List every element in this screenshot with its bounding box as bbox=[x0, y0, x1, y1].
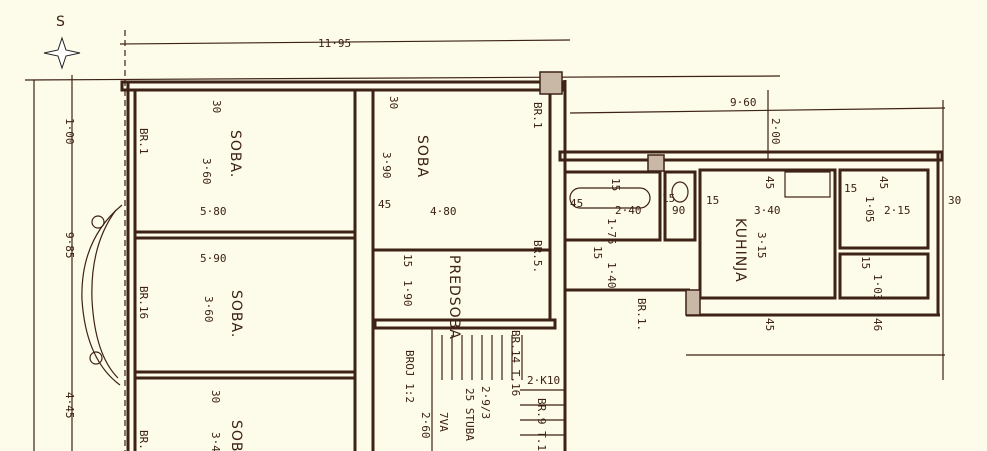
room-label-soba-2: SOBA bbox=[414, 135, 430, 178]
compass-star-icon bbox=[43, 36, 81, 70]
dim-right-top-wall: 15 bbox=[844, 182, 857, 195]
room-label-soba-4: SOBA. bbox=[228, 420, 244, 451]
stairs-window: BR.9 T.19 bbox=[535, 398, 548, 451]
dim-room4-wall: 30 bbox=[209, 390, 222, 403]
window-label-room2: BR.1 bbox=[531, 102, 544, 129]
stairs-width: 2·60 bbox=[419, 412, 432, 439]
dim-bath-width: 2·40 bbox=[615, 204, 642, 217]
dim-bath-offset: 45 bbox=[570, 197, 583, 210]
window-label-balcony: BR.1. bbox=[635, 298, 648, 331]
dim-room1-wall: 30 bbox=[210, 100, 223, 113]
dim-room3-width: 5·90 bbox=[200, 252, 227, 265]
dim-room1-width: 5·80 bbox=[200, 205, 227, 218]
room-label-soba-1: SOBA. bbox=[227, 130, 243, 178]
dim-bath-wall: 15 bbox=[609, 178, 622, 191]
stairs-label: 7VA bbox=[437, 412, 450, 432]
dim-kitchen-bottom: 45 bbox=[763, 318, 776, 331]
walls bbox=[81, 71, 944, 451]
dim-hall-wall: 15 bbox=[401, 254, 414, 267]
dim-room2-width: 4·80 bbox=[430, 205, 457, 218]
dim-kitchen-offset: 45 bbox=[763, 176, 776, 189]
dim-left-bottom: 4·45 bbox=[63, 392, 76, 419]
stairs-count: 25 STUBA bbox=[463, 388, 476, 441]
dim-right-offset: 2·00 bbox=[769, 118, 782, 145]
dim-room4-depth: 3·4 bbox=[209, 432, 222, 451]
dim-bath-sub-depth: 1·40 bbox=[605, 262, 618, 289]
dim-kitchen-wall: 15 bbox=[706, 194, 719, 207]
dimension-lines bbox=[24, 30, 946, 451]
dim-left-middle: 9·85 bbox=[63, 232, 76, 259]
dim-wc-wall: 15 bbox=[662, 192, 675, 205]
dim-room2-wall: 30 bbox=[387, 96, 400, 109]
dim-bath-sub-wall: 15 bbox=[591, 246, 604, 259]
dim-right-wall: 30 bbox=[948, 194, 961, 207]
stairs-landing: 2·K10 bbox=[527, 374, 560, 387]
dim-left-top: 1·00 bbox=[63, 118, 76, 145]
dim-room2-depth: 3·90 bbox=[380, 152, 393, 179]
dim-right-width: 9·60 bbox=[730, 96, 757, 109]
window-label-hall: BR.5. bbox=[531, 240, 544, 273]
dim-kitchen-width: 3·40 bbox=[754, 204, 781, 217]
room-label-soba-3: SOBA. bbox=[228, 290, 244, 338]
dim-right-bottom-wall: 15 bbox=[859, 256, 872, 269]
dim-right-top-width: 2·15 bbox=[884, 204, 911, 217]
stairs-small: BR.14 T.16 bbox=[509, 330, 522, 396]
dim-right-top-offset: 45 bbox=[877, 176, 890, 189]
dim-kitchen-depth: 3·15 bbox=[755, 232, 768, 259]
stairs-note: BROJ 1:2 bbox=[403, 350, 416, 403]
dim-room1-depth: 3·60 bbox=[200, 158, 213, 185]
dim-right-bottom-depth: 1·03 bbox=[871, 274, 884, 301]
dim-room2-offset: 45 bbox=[378, 198, 391, 211]
dim-hall-depth: 1·90 bbox=[401, 280, 414, 307]
dim-wc-width: 90 bbox=[672, 204, 685, 217]
compass: S bbox=[43, 14, 81, 70]
dim-top-width: 11·95 bbox=[318, 37, 351, 50]
window-label-room4: BR. bbox=[137, 430, 150, 450]
stairs-code: 2·9/3 bbox=[479, 386, 492, 419]
window-label-room1: BR.1 bbox=[137, 128, 150, 155]
dim-room3-depth: 3·60 bbox=[202, 296, 215, 323]
compass-label: S bbox=[56, 14, 66, 30]
dim-right-bottom-bottom: 46 bbox=[871, 318, 884, 331]
staircase[interactable] bbox=[431, 328, 565, 451]
dim-right-top-depth: 1·05 bbox=[863, 196, 876, 223]
dim-bath-depth: 1·75 bbox=[605, 218, 618, 245]
room-label-predsoba: PREDSOBA bbox=[446, 255, 462, 340]
room-label-kuhinja: KUHINJA bbox=[732, 218, 748, 283]
window-label-room3: BR.16 bbox=[137, 286, 150, 319]
